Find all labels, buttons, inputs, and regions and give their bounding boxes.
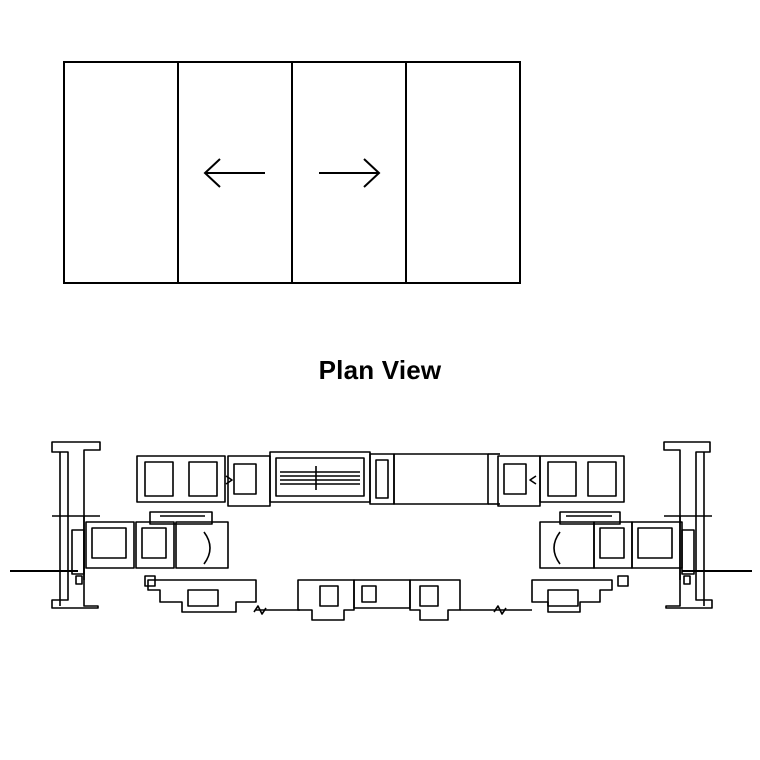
upper-right-frame [498,456,624,506]
left-sash-profile [86,512,228,586]
upper-left-frame [137,456,270,506]
arrow-left-icon [205,159,265,187]
left-jamb-profile [52,442,100,608]
arrow-right-icon [319,159,379,187]
right-jamb-profile [664,442,712,608]
plan-section-detail [0,430,760,630]
door-elevation [0,0,760,300]
sill-track-profile [148,580,612,620]
glass-unit [270,452,500,504]
plan-view-title: Plan View [318,355,442,385]
right-sash-profile [540,512,682,586]
